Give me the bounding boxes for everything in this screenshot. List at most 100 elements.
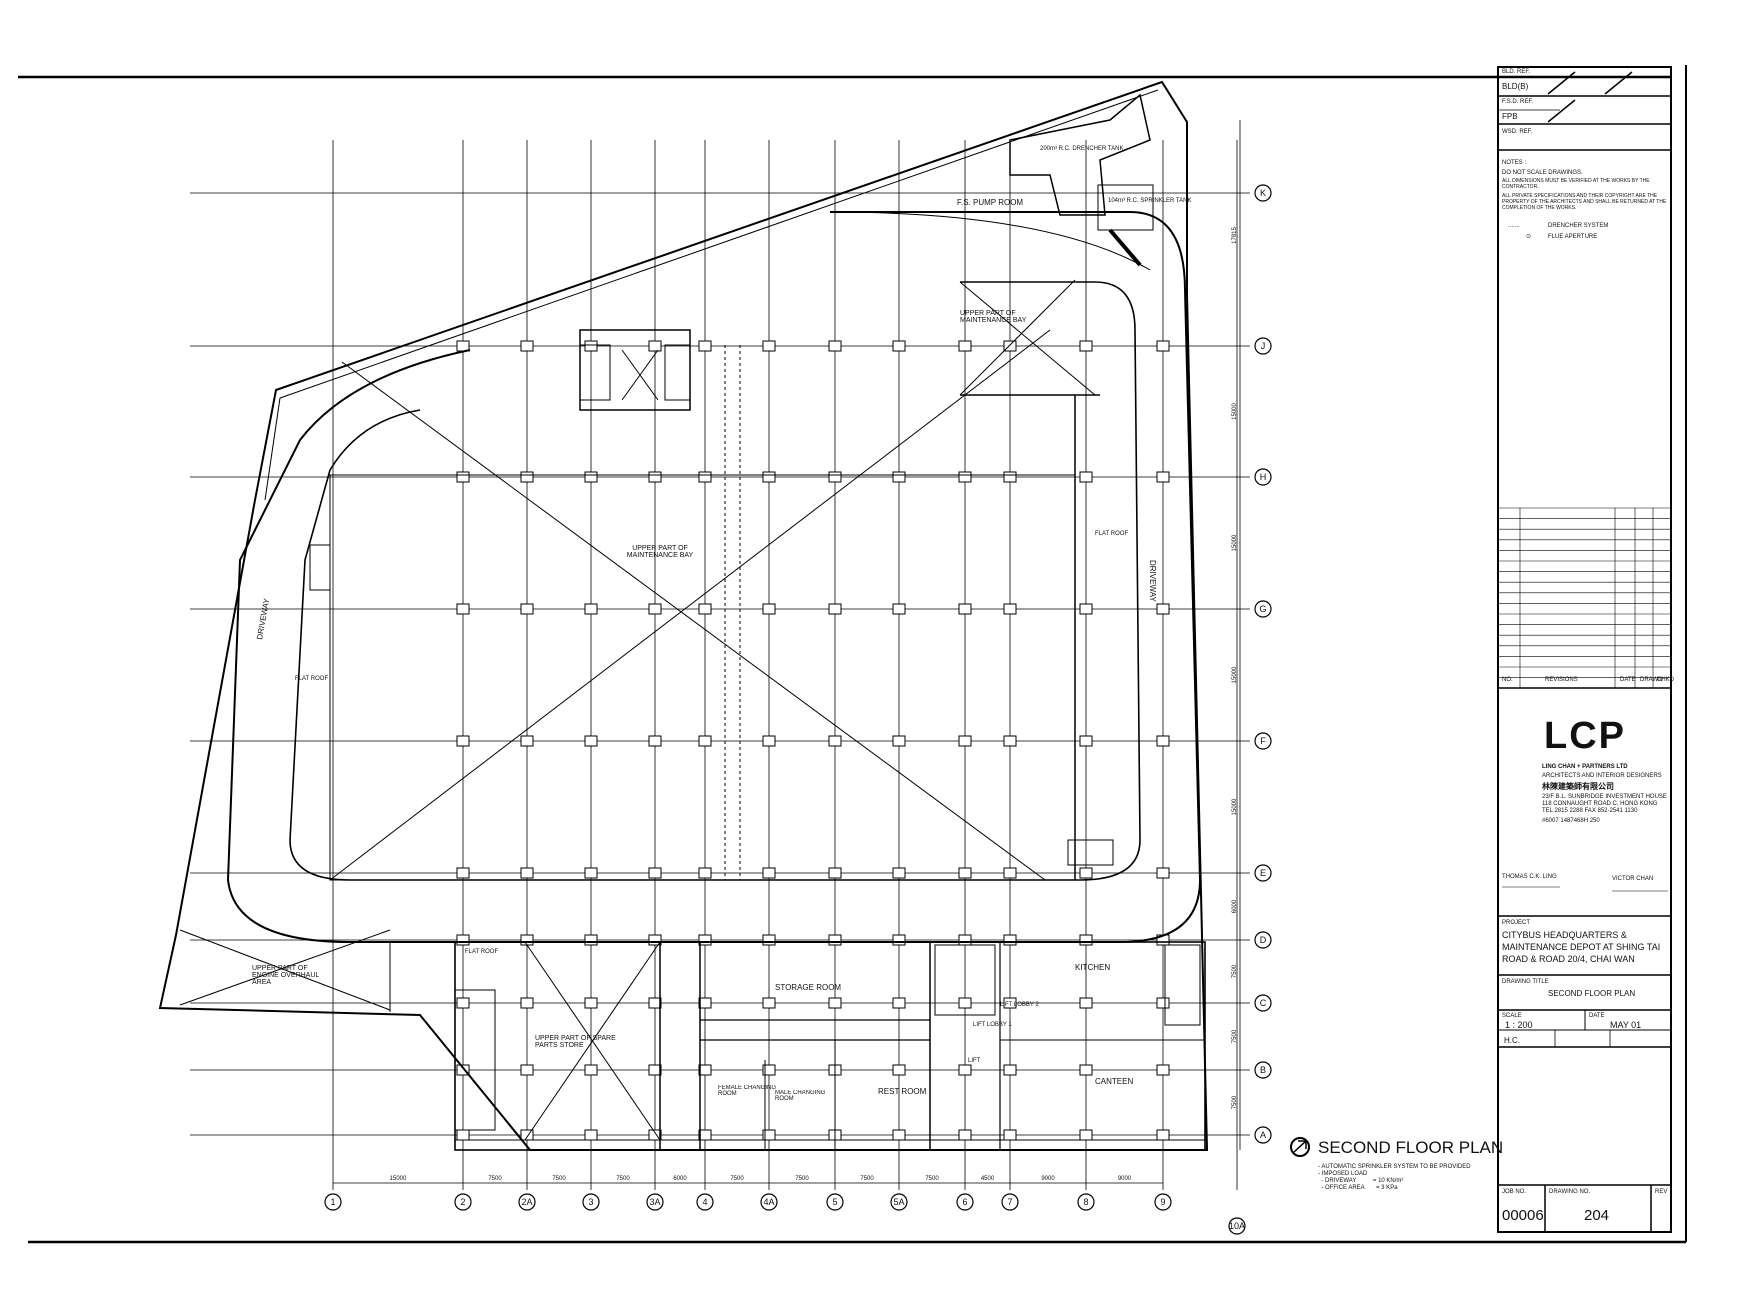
grid-label-row: J	[1261, 341, 1266, 351]
label-kitchen: KITCHEN	[1075, 963, 1110, 972]
structural-column	[648, 934, 662, 946]
label-flat-roof-bottom: FLAT ROOF	[465, 949, 498, 955]
structural-column	[698, 867, 712, 879]
svg-text:DRAWING NO.: DRAWING NO.	[1549, 1189, 1590, 1195]
grid-label-col: 4A	[763, 1197, 774, 1207]
label-male-changing: MALE CHANGING ROOM	[775, 1090, 826, 1102]
grid-label-col: 6	[962, 1197, 967, 1207]
structural-column	[1156, 603, 1170, 615]
project-line-1: CITYBUS HEADQUARTERS &	[1502, 930, 1627, 940]
structural-column	[892, 1129, 906, 1141]
label-drencher-tank: 200m³ R.C. DRENCHER TANK	[1040, 146, 1123, 152]
grid-label-row: A	[1260, 1130, 1266, 1140]
note-2: ALL DIMENSIONS MUST BE VERIFIED AT THE W…	[1502, 178, 1650, 190]
structural-column	[892, 340, 906, 352]
svg-text:WSD. REF.: WSD. REF.	[1502, 129, 1533, 135]
structural-column	[828, 603, 842, 615]
structural-column	[1003, 934, 1017, 946]
structural-column	[1003, 1064, 1017, 1076]
plan-note-2: - IMPOSED LOAD	[1318, 1171, 1368, 1177]
structural-column	[892, 867, 906, 879]
label-driveway-right: DRIVEWAY	[1148, 560, 1157, 602]
structural-column	[698, 603, 712, 615]
svg-text:⊙: ⊙	[1526, 234, 1531, 240]
grid-bubble-col	[582, 1193, 600, 1211]
structural-column	[762, 934, 776, 946]
structural-column	[1079, 471, 1093, 483]
structural-column	[648, 867, 662, 879]
label-upper-bay: UPPER PART OF MAINTENANCE BAY	[960, 310, 1027, 324]
grid-label-col: 4	[702, 1197, 707, 1207]
signatory-right: VICTOR CHAN	[1612, 876, 1653, 882]
plan-title-block: SECOND FLOOR PLAN - AUTOMATIC SPRINKLER …	[1290, 1137, 1503, 1191]
grid-label-row: C	[1260, 998, 1267, 1008]
signatory-left: THOMAS C.K. LING	[1502, 874, 1557, 880]
grid-label-row: E	[1260, 868, 1266, 878]
dim-col: 7500	[552, 1176, 566, 1182]
structural-column	[1003, 867, 1017, 879]
dim-col: 4500	[981, 1176, 995, 1182]
grid-label-col: 2	[460, 1197, 465, 1207]
drawing-scale: 1 : 200	[1505, 1020, 1533, 1030]
svg-text:.......: .......	[1508, 223, 1520, 229]
label-canteen: CANTEEN	[1095, 1077, 1133, 1086]
structural-column	[648, 603, 662, 615]
note-3: ALL PRIVATE SPECIFICATIONS AND THEIR COP…	[1502, 193, 1667, 211]
structural-column	[762, 1064, 776, 1076]
structural-column	[762, 867, 776, 879]
structural-column	[1079, 997, 1093, 1009]
grid-label-row: K	[1260, 188, 1266, 198]
revisions-table	[1498, 507, 1671, 688]
grid-bubble-col	[646, 1193, 664, 1211]
svg-text:CHKD: CHKD	[1657, 677, 1675, 683]
grid-bubble-row	[1254, 931, 1272, 949]
structural-column	[892, 471, 906, 483]
grid-bubble-row	[1254, 732, 1272, 750]
structural-column	[456, 603, 470, 615]
svg-text:DRAWN: DRAWN	[1640, 677, 1662, 683]
label-sprinkler-tank: 104m³ R.C. SPRINKLER TANK	[1108, 198, 1191, 204]
structural-column	[520, 340, 534, 352]
structural-column	[1003, 471, 1017, 483]
label-pump-room: F.S. PUMP ROOM	[957, 198, 1023, 207]
structural-column	[892, 735, 906, 747]
grid-bubble-row	[1254, 994, 1272, 1012]
structural-column	[456, 934, 470, 946]
title-block: BLD. REF. BLD(B) F.S.D. REF. FPB WSD. RE…	[1497, 66, 1675, 1233]
dim-row: 15000	[1232, 798, 1238, 815]
svg-text:DATE: DATE	[1620, 677, 1636, 683]
structural-column	[584, 1064, 598, 1076]
structural-column	[584, 603, 598, 615]
grid-bubble-row	[1254, 184, 1272, 202]
structural-column	[1156, 1064, 1170, 1076]
grid-bubble-col	[1154, 1193, 1172, 1211]
structural-column	[1003, 340, 1017, 352]
structural-column	[958, 1129, 972, 1141]
structural-column	[520, 471, 534, 483]
structural-column	[520, 934, 534, 946]
dim-row: 7500	[1232, 1095, 1238, 1109]
job-number: 00006	[1502, 1207, 1544, 1224]
dim-col: 15000	[390, 1176, 407, 1182]
plan-note-1: - AUTOMATIC SPRINKLER SYSTEM TO BE PROVI…	[1318, 1164, 1471, 1170]
label-lift-lobby-1: LIFT LOBBY 1	[973, 1022, 1012, 1028]
structural-grid	[190, 140, 1250, 1190]
structural-column	[584, 1129, 598, 1141]
dim-col: 9000	[1041, 1176, 1055, 1182]
structural-column	[892, 603, 906, 615]
stair-core-right	[934, 944, 996, 1016]
structural-column	[456, 997, 470, 1009]
structural-column	[1079, 867, 1093, 879]
structural-column	[762, 340, 776, 352]
svg-text:F.S.D. REF.: F.S.D. REF.	[1502, 99, 1533, 105]
structural-column	[958, 867, 972, 879]
structural-column	[958, 735, 972, 747]
structural-column	[762, 997, 776, 1009]
structural-column	[828, 934, 842, 946]
structural-column	[520, 1064, 534, 1076]
firm-subtitle: ARCHITECTS AND INTERIOR DESIGNERS	[1542, 773, 1662, 779]
grid-bubble-row	[1254, 1126, 1272, 1144]
structural-column	[958, 1064, 972, 1076]
grid-bubble-row	[1254, 468, 1272, 486]
